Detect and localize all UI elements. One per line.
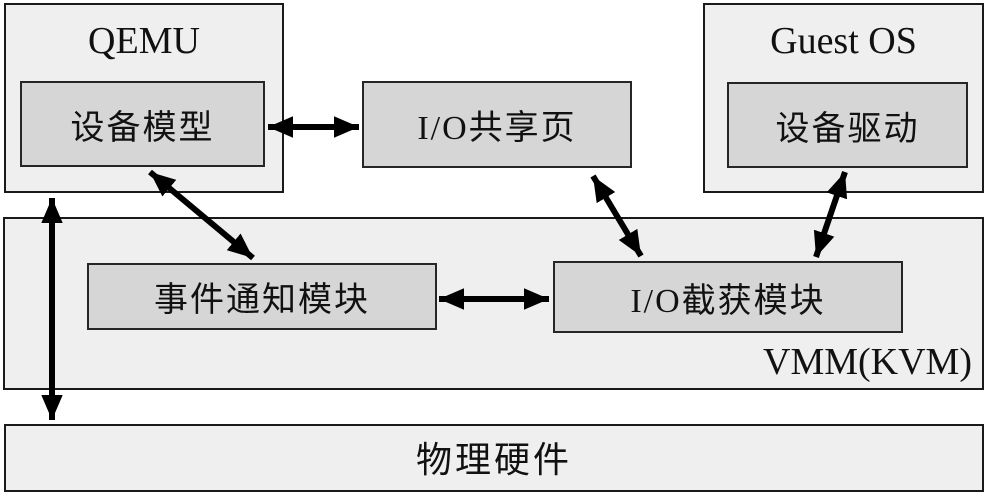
hardware-label: 物理硬件 — [415, 439, 572, 480]
io-intercept-box: I/O截获模块 — [553, 261, 903, 333]
hardware-bar: 物理硬件 — [4, 424, 984, 492]
event-notify-label: 事件通知模块 — [154, 282, 370, 319]
qemu-title: QEMU — [88, 20, 200, 62]
io-shared-page-label: I/O共享页 — [417, 110, 577, 147]
io-intercept-label: I/O截获模块 — [630, 282, 826, 320]
io-shared-page-box: I/O共享页 — [362, 81, 632, 168]
vmm-label: VMM(KVM) — [763, 341, 972, 383]
guest-os-title: Guest OS — [770, 20, 917, 62]
event-notify-box: 事件通知模块 — [87, 263, 437, 330]
device-model-label: 设备模型 — [70, 109, 215, 147]
device-driver-box: 设备驱动 — [727, 82, 968, 168]
device-model-box: 设备模型 — [20, 81, 265, 167]
device-driver-label: 设备驱动 — [775, 110, 920, 148]
